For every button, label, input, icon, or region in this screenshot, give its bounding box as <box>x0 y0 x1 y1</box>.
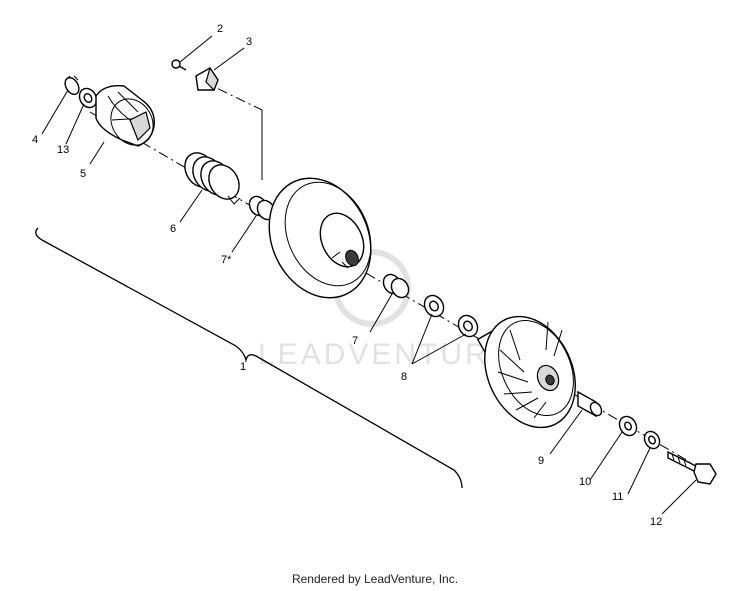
fixed-sheave <box>476 315 576 429</box>
flat-washer <box>618 415 638 437</box>
pin-part <box>171 59 187 71</box>
spacer-part <box>577 390 603 418</box>
washer-13 <box>78 87 98 109</box>
watermark: LEADVENTURE <box>258 249 513 371</box>
bushing-7 <box>382 273 410 299</box>
footer-credit: Rendered by LeadVenture, Inc. <box>291 572 459 586</box>
callout-2: 2 <box>217 23 223 35</box>
movable-sheave <box>268 177 372 299</box>
bolt-part <box>667 450 717 485</box>
callout-8: 8 <box>401 371 407 383</box>
axis-line-pin <box>199 79 263 111</box>
callout-12: 12 <box>650 516 662 528</box>
callout-5: 5 <box>80 168 86 180</box>
spring-part <box>184 152 241 205</box>
slider-button <box>195 66 219 92</box>
callout-7: 7 <box>352 335 358 347</box>
callout-7-star: 7* <box>221 254 232 266</box>
callout-11: 11 <box>612 491 623 503</box>
watermark-text: LEADVENTURE <box>258 338 513 371</box>
callout-10: 10 <box>579 476 591 488</box>
retaining-ring <box>64 75 80 96</box>
leader-lines <box>41 35 697 515</box>
callout-13: 13 <box>57 144 69 156</box>
washer-8a <box>423 294 445 318</box>
lock-washer <box>643 430 661 450</box>
callout-4: 4 <box>32 134 38 146</box>
cam-part <box>95 85 155 147</box>
callout-3: 3 <box>246 36 252 48</box>
callout-1: 1 <box>240 361 246 373</box>
callout-6: 6 <box>170 223 176 235</box>
callout-9: 9 <box>538 455 544 467</box>
washer-8b <box>457 314 479 338</box>
